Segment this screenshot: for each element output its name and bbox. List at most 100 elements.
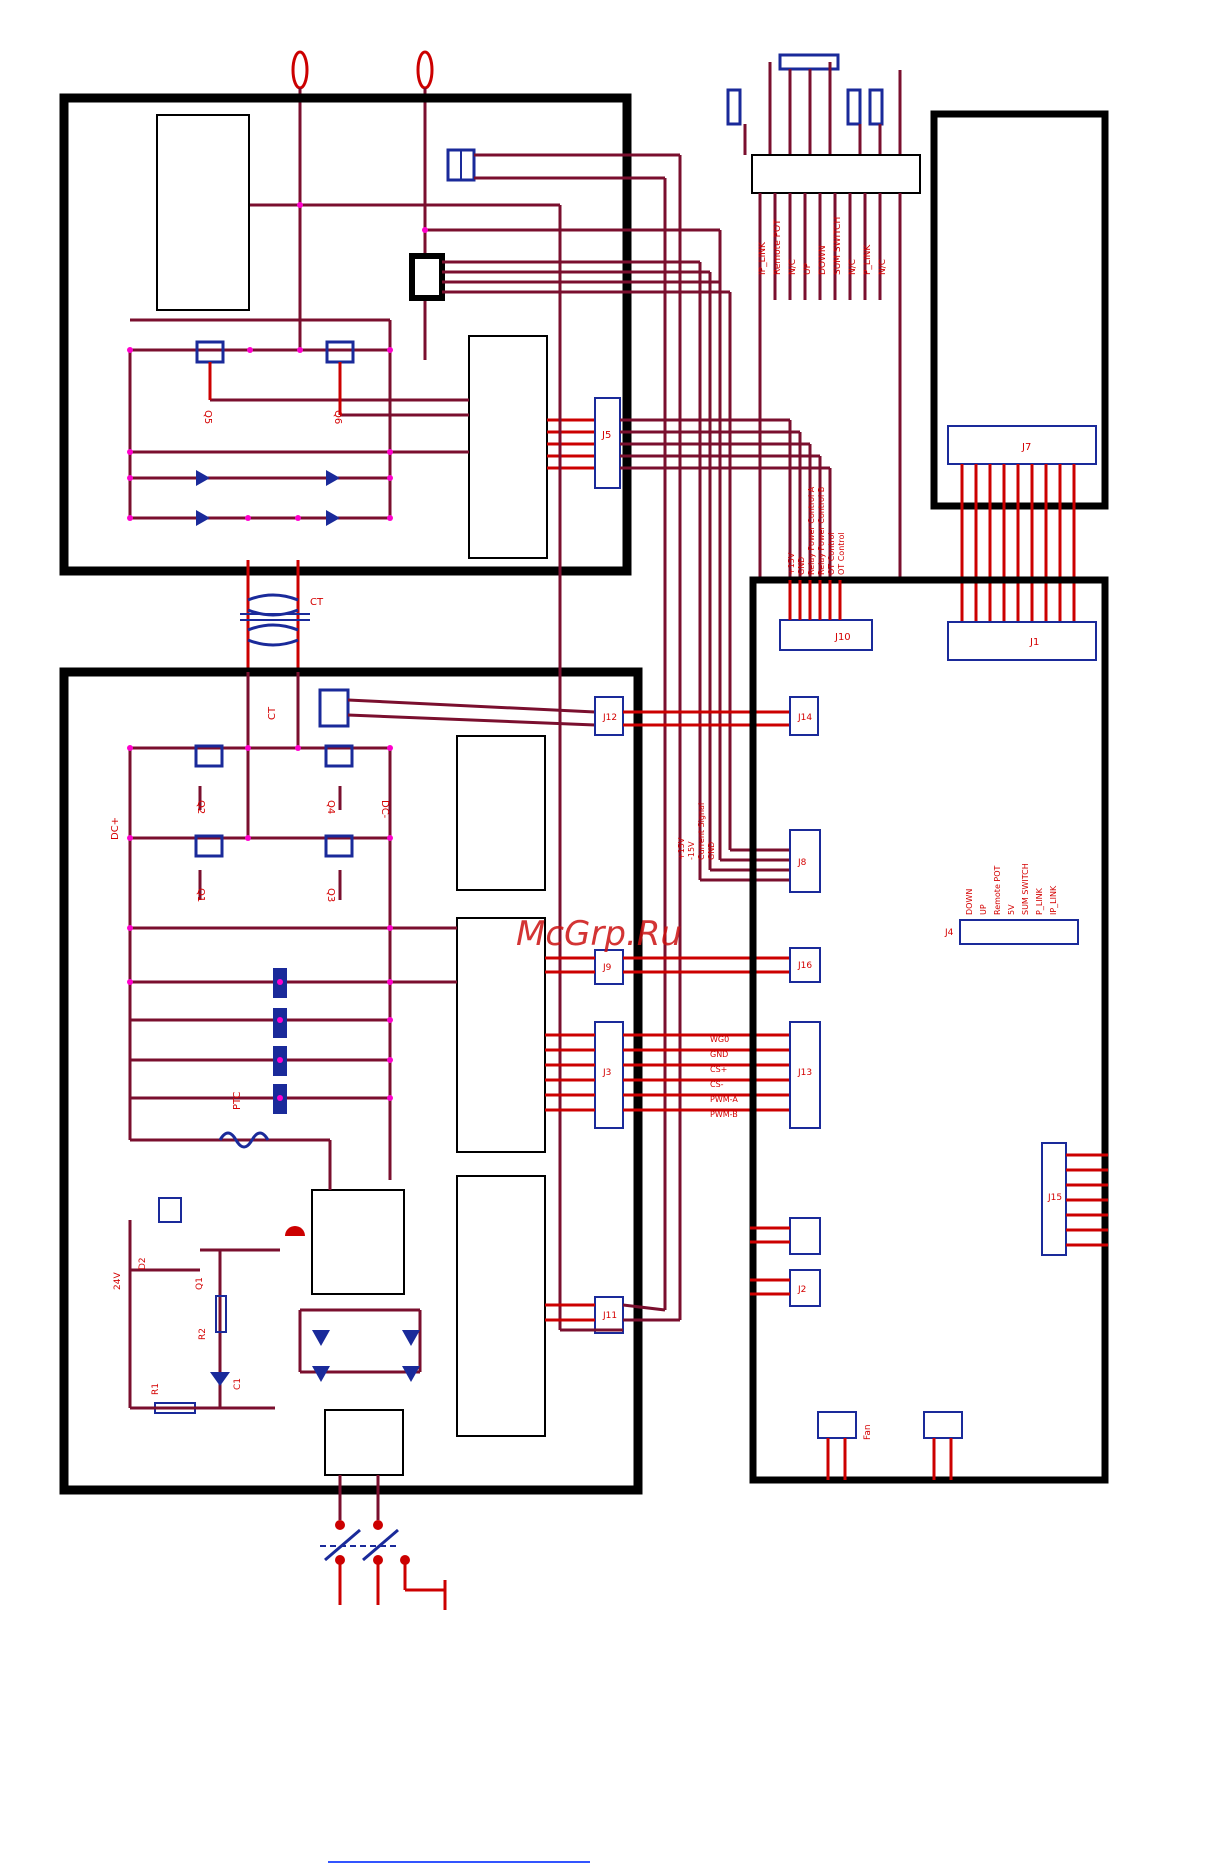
svg-text:GND: GND [707, 842, 716, 860]
svg-text:J1: J1 [1029, 637, 1039, 648]
connector-j14: J14 [789, 696, 819, 736]
svg-text:C1: C1 [233, 1378, 243, 1390]
svg-text:24V: 24V [113, 1272, 123, 1290]
svg-text:J8: J8 [797, 858, 807, 868]
top-signal-transformer [446, 148, 476, 182]
primary-mosfet-q1: Q1 [194, 834, 224, 902]
connector-j13: J13 [789, 1021, 821, 1129]
fan-connector-right [923, 1411, 963, 1480]
svg-text:R2: R2 [198, 1328, 208, 1340]
current-sensor-block [409, 253, 445, 301]
relay-circuit: D2 Q1 R2 R1 C1 24V [113, 1197, 305, 1414]
svg-text:J12: J12 [602, 713, 617, 723]
svg-text:PWM-B: PWM-B [710, 1110, 738, 1119]
svg-text:J14: J14 [797, 713, 812, 723]
top-signal-connector [751, 154, 921, 194]
svg-text:Q1: Q1 [195, 1277, 205, 1290]
svg-text:OT Control: OT Control [827, 532, 836, 575]
svg-text:J7: J7 [1021, 442, 1031, 453]
svg-text:GND: GND [797, 557, 806, 575]
ptc-inductor: PTC [218, 1091, 270, 1149]
fan-connector-left: Fan [817, 1411, 873, 1480]
primary-mosfet-q2: Q2 [194, 744, 224, 814]
top-connector-signal-labels: IP_LINK Remote POT N/C UP DOWN SUM SWITC… [758, 217, 888, 275]
connector-j15: J15 [1041, 1142, 1108, 1256]
primary-wiring [128, 672, 457, 1190]
svg-text:PWM-A: PWM-A [710, 1095, 738, 1104]
ribbon-cable-j7-j1 [960, 464, 1076, 622]
input-bridge-rectifier [298, 1308, 422, 1382]
primary-aux-block [456, 735, 546, 891]
svg-text:CS+: CS+ [710, 1065, 727, 1074]
svg-text:J2: J2 [797, 1285, 806, 1295]
secondary-diodes [196, 470, 340, 526]
watermark-text: McGrp.Ru [516, 914, 682, 954]
connector-j4: J4 [944, 919, 1079, 945]
connector-j12: J12 [594, 696, 624, 736]
primary-mosfet-q4: Q4 [324, 744, 354, 814]
svg-text:DOWN: DOWN [818, 245, 828, 275]
connector-j8: J8 [789, 829, 821, 893]
svg-text:Q1: Q1 [195, 888, 206, 902]
bulk-capacitor-bank [273, 968, 287, 1114]
connector-j16: J16 [789, 947, 821, 983]
svg-text:SUM SWITCH: SUM SWITCH [833, 217, 843, 275]
svg-text:P_LINK: P_LINK [1035, 887, 1044, 915]
svg-text:Remote POT: Remote POT [993, 865, 1002, 915]
connector-j2: J2 [750, 1269, 821, 1307]
svg-text:IP_LINK: IP_LINK [1049, 885, 1058, 915]
dc-minus-label: DC- [379, 800, 390, 819]
svg-text:Relay Power Control A: Relay Power Control A [807, 486, 816, 575]
svg-text:+15V: +15V [677, 837, 686, 860]
svg-text:Fan: Fan [863, 1424, 873, 1440]
svg-text:UP: UP [803, 262, 813, 275]
primary-power-block [456, 1175, 546, 1437]
svg-text:J3: J3 [602, 1068, 611, 1078]
svg-text:5V: 5V [1007, 904, 1016, 915]
top-connector-wires [758, 193, 902, 580]
svg-text:Q5: Q5 [202, 410, 213, 424]
connector-j11: J11 [594, 1296, 624, 1334]
interboard-cables [545, 155, 832, 1332]
secondary-board-outline [59, 93, 632, 576]
j13-signal-labels: WG0 GND CS+ CS- PWM-A PWM-B [710, 1035, 738, 1119]
svg-text:-15V: -15V [687, 841, 696, 860]
rectifier-heatsink-block [311, 1189, 405, 1295]
svg-text:CS-: CS- [710, 1080, 724, 1089]
secondary-heatsink-block [156, 114, 250, 311]
secondary-mosfet-q6: Q6 [325, 340, 355, 424]
j8-signal-labels: +15V -15V Current Signal GND [677, 803, 716, 860]
svg-text:GND: GND [710, 1050, 728, 1059]
remote-control-panel [726, 53, 921, 194]
svg-text:J13: J13 [797, 1068, 812, 1078]
dc-plus-label: DC+ [110, 817, 121, 840]
connector-j5: J5 [594, 397, 621, 489]
svg-text:J16: J16 [797, 961, 812, 971]
junction-dots [127, 202, 428, 1101]
svg-text:J11: J11 [602, 1311, 617, 1321]
svg-text:Remote POT: Remote POT [773, 219, 783, 275]
input-filter-block [324, 1409, 404, 1476]
svg-text:+15V: +15V [787, 552, 796, 575]
svg-text:Q4: Q4 [325, 800, 336, 814]
svg-text:Q6: Q6 [332, 410, 343, 424]
svg-text:CT: CT [310, 597, 324, 608]
svg-text:N/C: N/C [878, 259, 888, 275]
current-transformer-ct: CT [267, 688, 596, 728]
svg-text:Current Signal: Current Signal [697, 803, 706, 860]
svg-text:P_LINK: P_LINK [863, 244, 873, 275]
svg-text:R1: R1 [151, 1383, 161, 1395]
svg-text:D2: D2 [138, 1257, 148, 1270]
svg-text:IP_LINK: IP_LINK [758, 241, 768, 275]
svg-text:N/C: N/C [848, 259, 858, 275]
control-board-outline [749, 576, 1109, 1484]
svg-text:Relay Power Control B: Relay Power Control B [817, 487, 826, 575]
connector-j7: J7 [947, 425, 1097, 465]
primary-mosfet-q3: Q3 [324, 834, 354, 902]
secondary-control-block [468, 335, 548, 559]
svg-text:Q3: Q3 [325, 888, 336, 902]
j10-signal-labels: +15V GND Relay Power Control A Relay Pow… [787, 486, 846, 575]
svg-text:N/C: N/C [788, 259, 798, 275]
mains-switch[interactable] [320, 1475, 447, 1610]
